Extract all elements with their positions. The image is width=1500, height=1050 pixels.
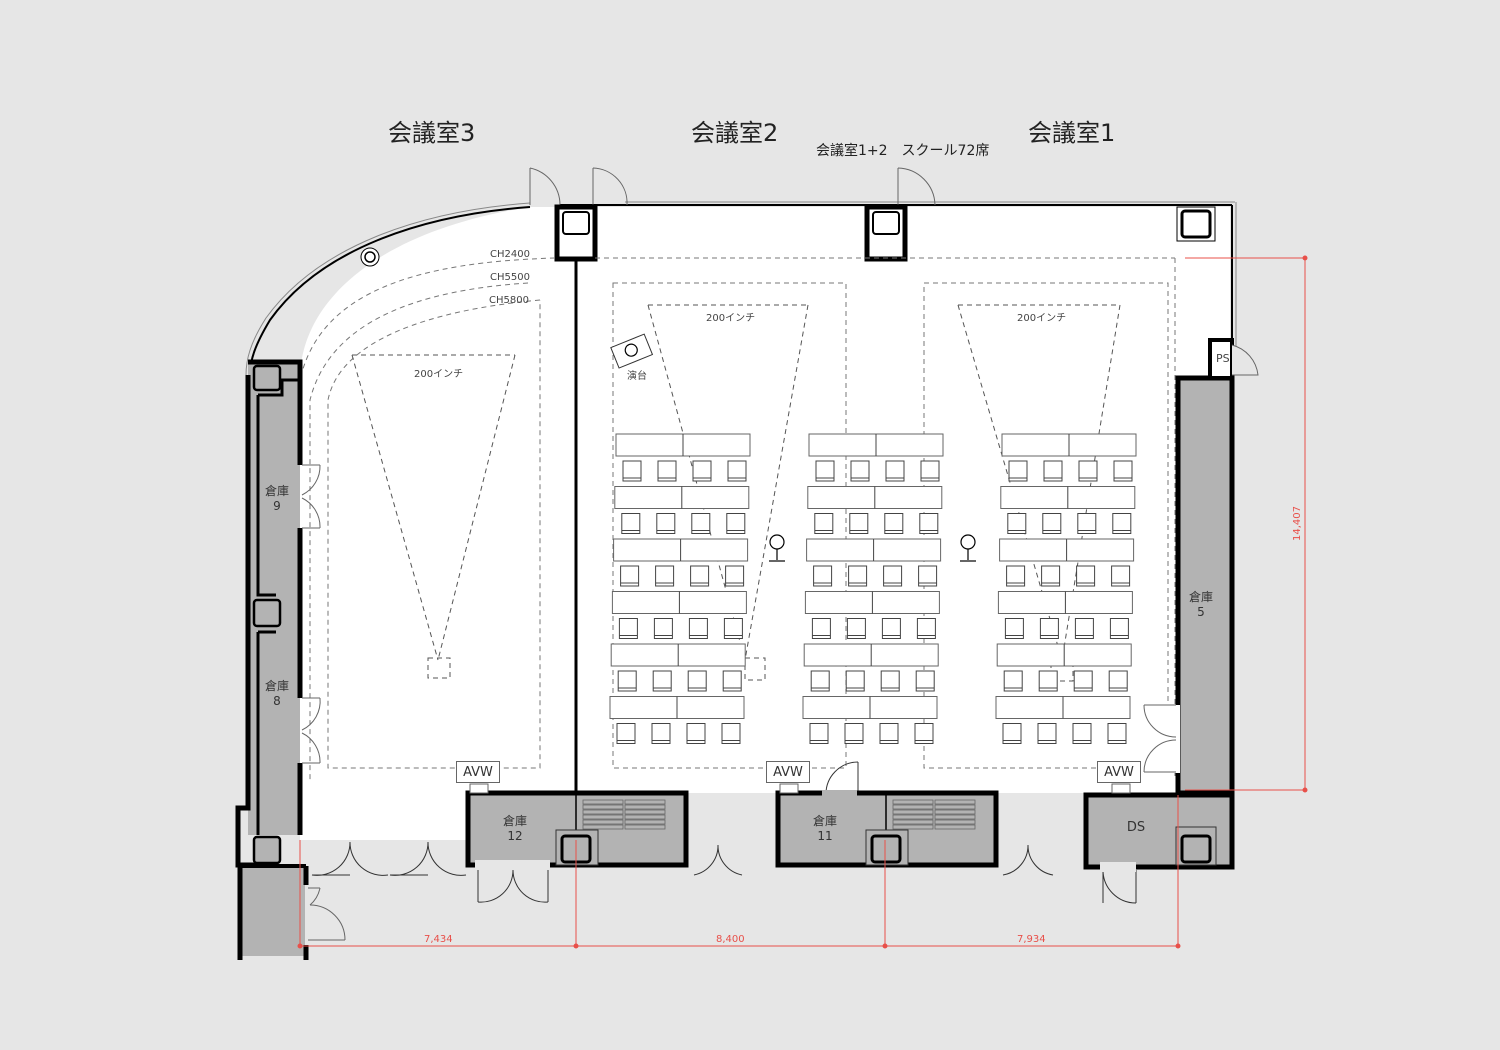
dimension-room1-width: 7,934 <box>1017 934 1046 945</box>
door-top-1 <box>529 167 936 206</box>
room1-title: 会議室1 <box>1028 119 1116 147</box>
mic-stand-1 <box>769 534 976 562</box>
column-top-right <box>1176 206 1216 242</box>
dimension-room3-width: 7,434 <box>424 934 453 945</box>
podium <box>610 333 654 369</box>
ceiling-height-label: CH5500 <box>490 272 530 283</box>
screen-label-room2: 200インチ <box>706 313 756 324</box>
avw-room2: AVW <box>766 761 810 783</box>
ceiling-height-label: CH5800 <box>489 295 529 306</box>
storage-5-block <box>1143 338 1259 796</box>
ceiling-height-label: CH2400 <box>490 249 530 260</box>
podium-label: 演台 <box>627 371 647 382</box>
dimension-depth: 14,407 <box>1292 506 1303 541</box>
avw-room1: AVW <box>1097 761 1141 783</box>
room3-title: 会議室3 <box>388 119 476 147</box>
screen-label-room3: 200インチ <box>414 369 464 380</box>
curved-wall <box>249 206 531 376</box>
storage-left <box>235 359 321 868</box>
dimension-room2-width: 8,400 <box>716 934 745 945</box>
ds-block <box>1083 792 1235 872</box>
ds-label: DS <box>1126 820 1146 835</box>
column-top-mid <box>864 204 908 262</box>
ps-label: PS <box>1216 352 1230 365</box>
avw-room3: AVW <box>456 761 500 783</box>
pillar-round <box>360 247 380 267</box>
column-top-left <box>554 204 598 262</box>
combined-capacity-note: 会議室1+2 スクール72席 <box>816 143 990 159</box>
screen-label-room1: 200インチ <box>1017 313 1067 324</box>
room2-title: 会議室2 <box>691 119 779 147</box>
school-desks <box>609 433 1137 744</box>
